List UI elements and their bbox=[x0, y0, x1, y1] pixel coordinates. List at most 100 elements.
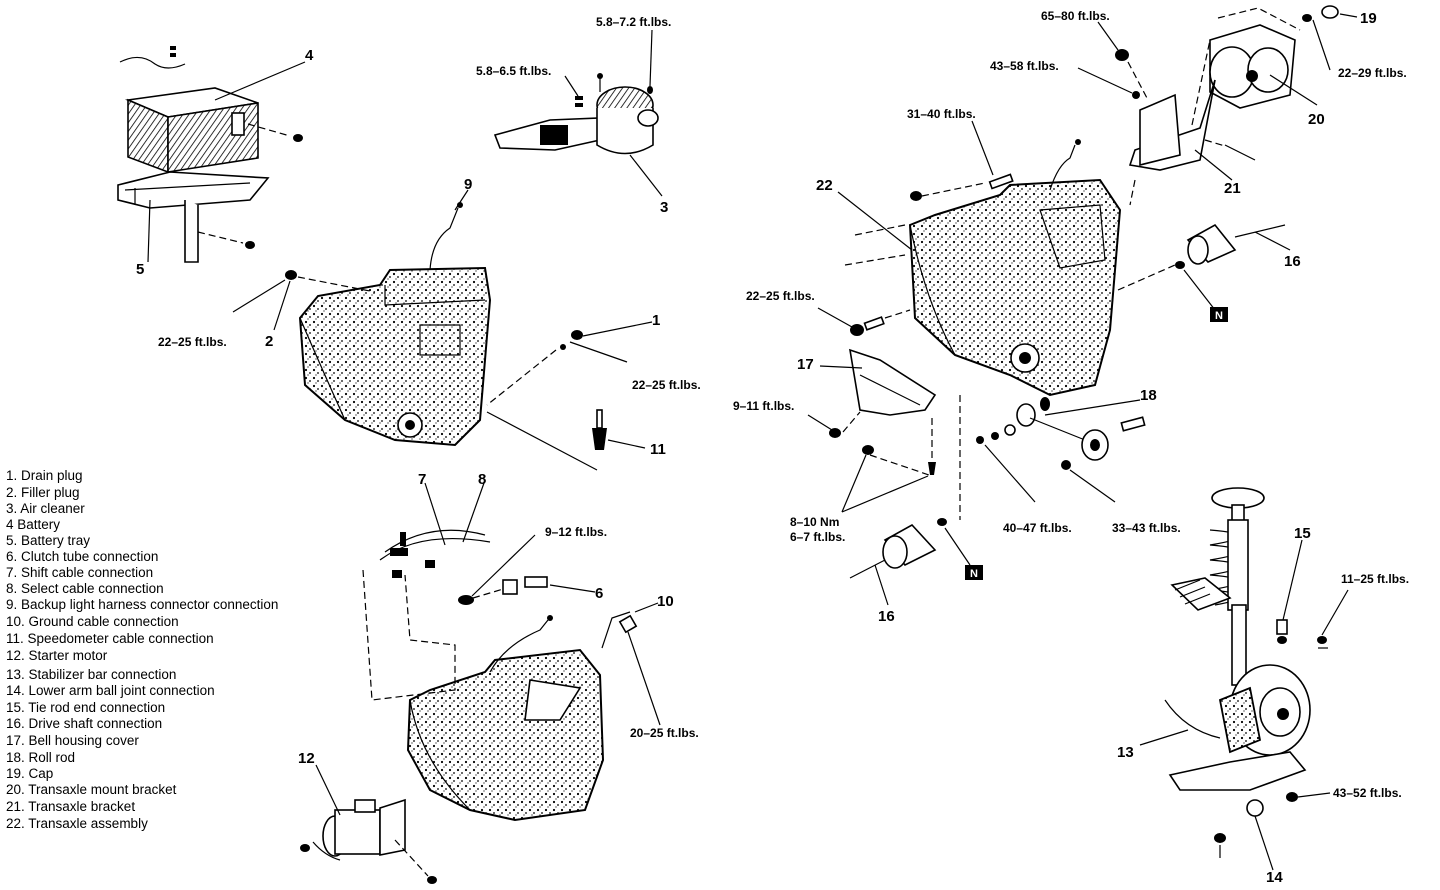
leader-tierod-torque bbox=[1321, 589, 1349, 636]
callout-17: 17 bbox=[797, 356, 814, 373]
air-cleaner-group bbox=[493, 29, 663, 197]
leader-3 bbox=[629, 154, 663, 197]
leader-starter-torque bbox=[627, 631, 661, 726]
leader-16a bbox=[1254, 231, 1291, 251]
torque-tierod: 11–25 ft.lbs. bbox=[1341, 572, 1409, 586]
callout-10: 10 bbox=[657, 593, 674, 610]
leader-7 bbox=[424, 482, 446, 546]
leader-balljoint-torque bbox=[1297, 792, 1331, 798]
leader-13 bbox=[1139, 729, 1189, 746]
torque-bracket: 31–40 ft.lbs. bbox=[907, 107, 976, 121]
legend-item: 14. Lower arm ball joint connection bbox=[6, 683, 215, 698]
leader-15 bbox=[1282, 539, 1303, 621]
driveshaft-lower-group bbox=[849, 518, 971, 606]
torque-mount-top: 65–80 ft.lbs. bbox=[1041, 9, 1110, 23]
callout-18: 18 bbox=[1140, 387, 1157, 404]
callout-20: 20 bbox=[1308, 111, 1325, 128]
leader-aircleaner-b bbox=[564, 75, 579, 97]
callout-5: 5 bbox=[136, 261, 144, 278]
n-marker-upper bbox=[1210, 307, 1228, 322]
battery-group bbox=[117, 46, 306, 263]
legend-item: 7. Shift cable connection bbox=[6, 565, 153, 580]
n-marker-lower bbox=[965, 565, 983, 580]
transaxle-right bbox=[817, 120, 1291, 397]
leader-20 bbox=[1269, 74, 1318, 106]
suspension-group bbox=[1139, 487, 1349, 871]
roll-rod-group bbox=[959, 395, 1146, 520]
callout-4: 4 bbox=[305, 47, 314, 64]
legend-item: 20. Transaxle mount bracket bbox=[6, 782, 177, 797]
callout-8: 8 bbox=[478, 471, 486, 488]
torque-nm-ftlb: 6–7 ft.lbs. bbox=[790, 530, 845, 544]
torque-right-filler: 22–25 ft.lbs. bbox=[746, 289, 815, 303]
callout-15: 15 bbox=[1294, 525, 1311, 542]
legend-item: 12. Starter motor bbox=[6, 648, 108, 663]
legend-item: 11. Speedometer cable connection bbox=[6, 631, 214, 646]
legend-item: 8. Select cable connection bbox=[6, 581, 164, 596]
leader-5 bbox=[147, 199, 151, 263]
callout-1: 1 bbox=[652, 312, 660, 329]
leader-12 bbox=[315, 764, 341, 816]
callout-12: 12 bbox=[298, 750, 315, 767]
torque-cap: 22–29 ft.lbs. bbox=[1338, 66, 1407, 80]
callout-19: 19 bbox=[1360, 10, 1377, 27]
callout-2: 2 bbox=[265, 333, 273, 350]
callout-9: 9 bbox=[464, 176, 472, 193]
torque-aircleaner-b: 5.8–6.5 ft.lbs. bbox=[476, 64, 551, 78]
leader-mount-top bbox=[1097, 21, 1119, 51]
legend-item: 3. Air cleaner bbox=[6, 501, 85, 516]
legend-item: 6. Clutch tube connection bbox=[6, 549, 158, 564]
torque-drain: 22–25 ft.lbs. bbox=[632, 378, 701, 392]
leader-14 bbox=[1254, 815, 1274, 871]
leader-10 bbox=[634, 602, 659, 613]
torque-ground: 9–12 ft.lbs. bbox=[545, 525, 607, 539]
legend-item: 17. Bell housing cover bbox=[6, 733, 139, 748]
legend-item: 22. Transaxle assembly bbox=[6, 816, 148, 831]
leader-cap-torque bbox=[1312, 19, 1331, 71]
leader-right-torque bbox=[817, 307, 853, 328]
leader-16b bbox=[874, 564, 889, 606]
mount-group bbox=[1077, 5, 1358, 206]
callout-22: 22 bbox=[816, 177, 833, 194]
n-marker-upper-text: N bbox=[1215, 310, 1223, 322]
torque-rollrod-b: 33–43 ft.lbs. bbox=[1112, 521, 1181, 535]
leader-9 bbox=[454, 189, 469, 211]
torque-starter: 20–25 ft.lbs. bbox=[630, 726, 699, 740]
leader-6 bbox=[549, 584, 596, 593]
legend-item: 1. Drain plug bbox=[6, 468, 83, 483]
leader-nm-b bbox=[841, 475, 929, 513]
leader-aircleaner-a bbox=[649, 29, 653, 87]
callout-13: 13 bbox=[1117, 744, 1134, 761]
legend-item: 18. Roll rod bbox=[6, 750, 75, 765]
leader-4 bbox=[214, 61, 306, 101]
leader-drain-torque bbox=[569, 341, 628, 363]
torque-aircleaner-a: 5.8–7.2 ft.lbs. bbox=[596, 15, 671, 29]
legend-item: 9. Backup light harness connector connec… bbox=[6, 597, 278, 612]
leader-nm-a bbox=[841, 454, 867, 513]
legend-item: 4 Battery bbox=[6, 517, 60, 532]
legend-item: 19. Cap bbox=[6, 766, 53, 781]
leader-22 bbox=[837, 191, 913, 251]
leader-21 bbox=[1194, 149, 1233, 181]
torque-filler: 22–25 ft.lbs. bbox=[158, 335, 227, 349]
legend-item: 2. Filler plug bbox=[6, 485, 80, 500]
leader-filler-torque bbox=[232, 279, 286, 313]
legend-item: 15. Tie rod end connection bbox=[6, 700, 165, 715]
torque-nm: 8–10 Nm bbox=[790, 515, 839, 529]
legend: 1. Drain plug 2. Filler plug 3. Air clea… bbox=[6, 468, 278, 831]
callout-11: 11 bbox=[650, 441, 666, 458]
transaxle-upper-left bbox=[232, 189, 653, 471]
callout-16-upper: 16 bbox=[1284, 253, 1301, 270]
leader-mount-bracket bbox=[1077, 67, 1133, 94]
leader-17 bbox=[819, 365, 863, 369]
torque-bellhousing: 9–11 ft.lbs. bbox=[733, 399, 794, 413]
callout-6: 6 bbox=[595, 585, 603, 602]
leader-1 bbox=[582, 321, 653, 337]
leader-18 bbox=[1044, 399, 1141, 416]
callout-3: 3 bbox=[660, 199, 668, 216]
bellhousing-group bbox=[807, 348, 937, 513]
legend-item: 16. Drive shaft connection bbox=[6, 716, 162, 731]
leader-bell-torque bbox=[807, 414, 833, 431]
torque-balljoint: 43–52 ft.lbs. bbox=[1333, 786, 1402, 800]
